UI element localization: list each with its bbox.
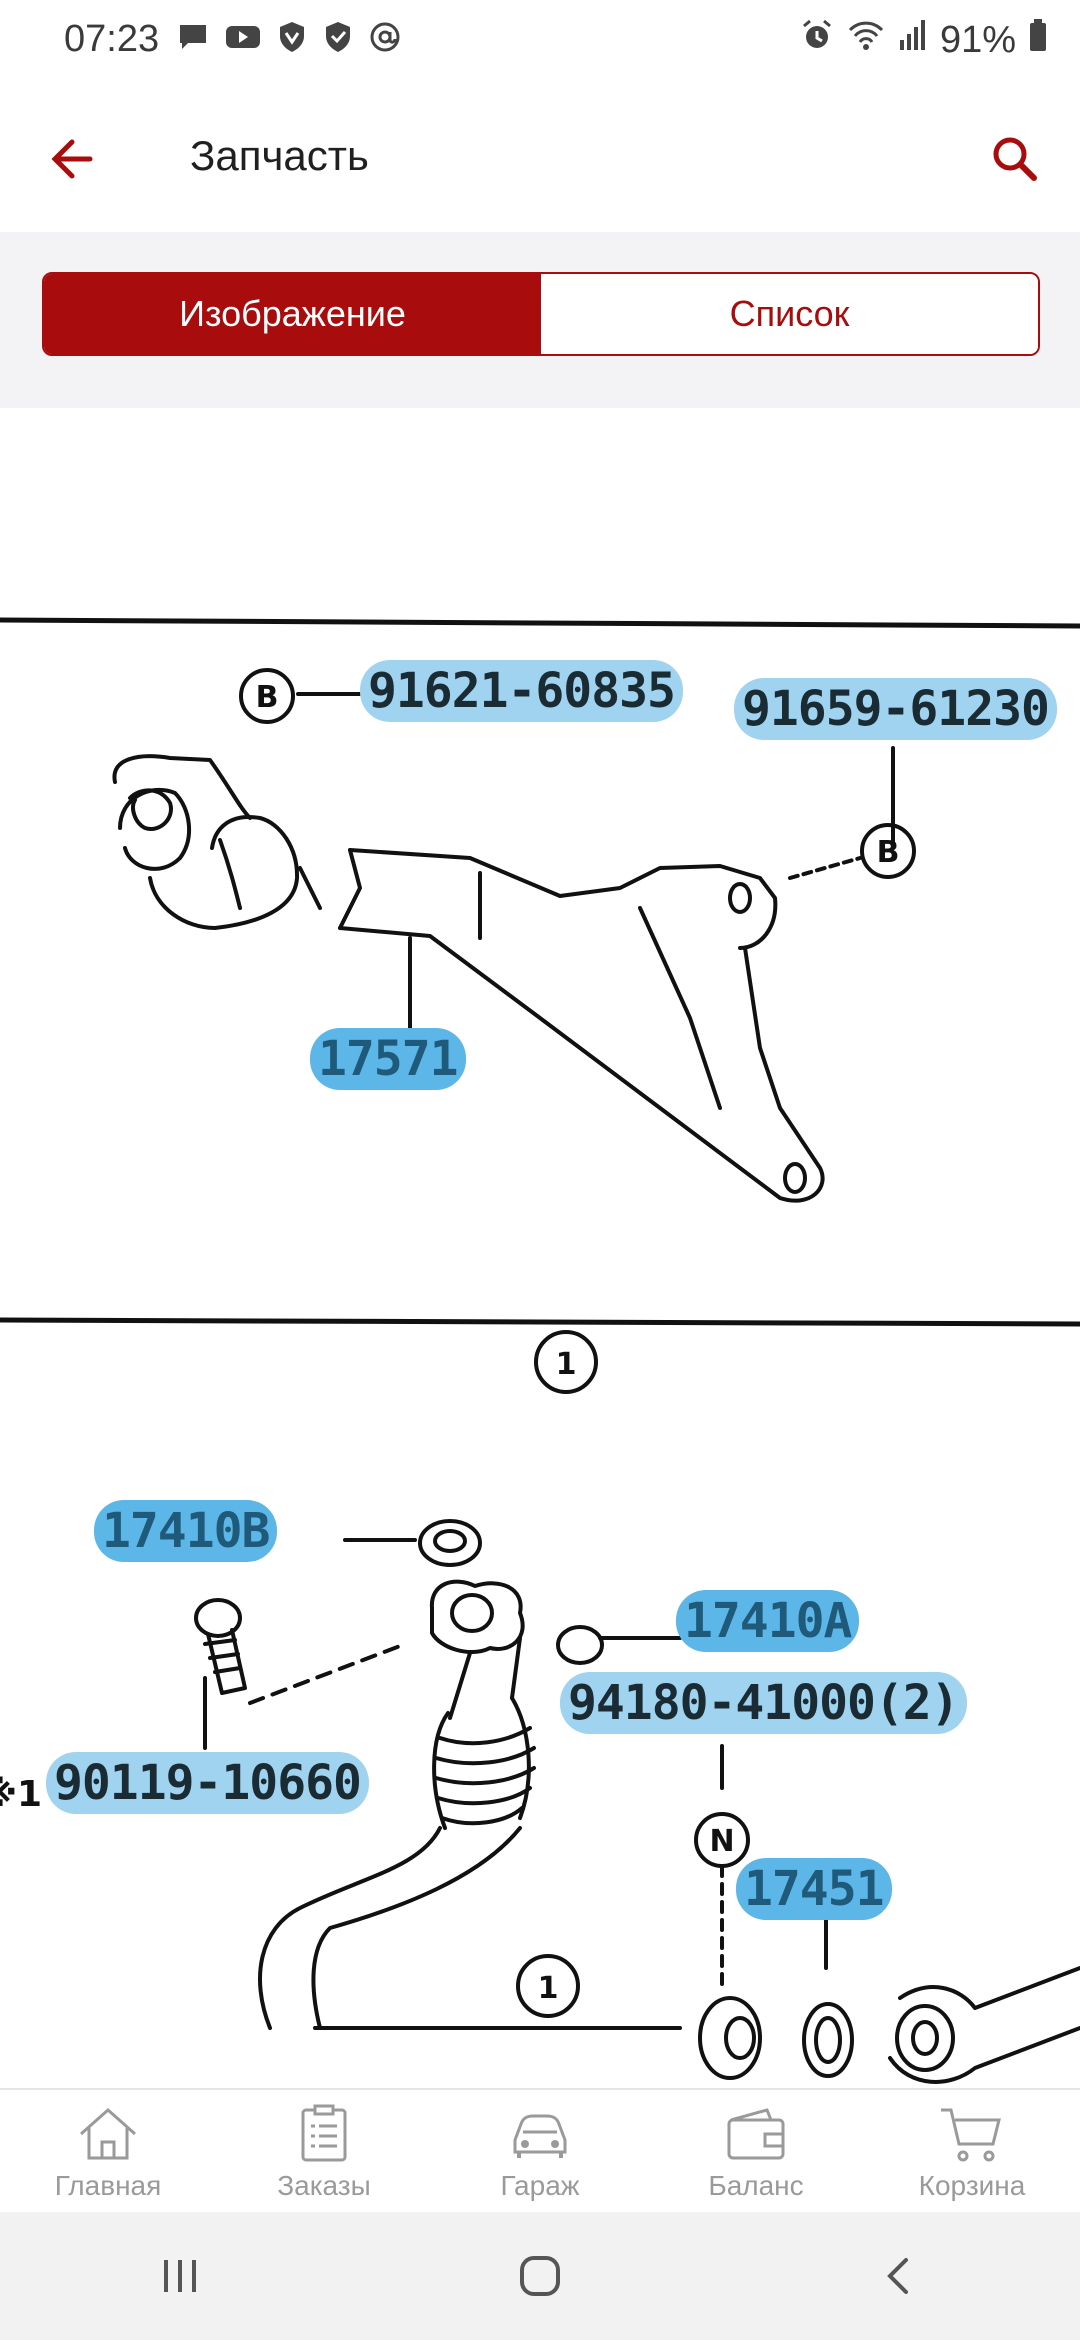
nav-orders-label: Заказы bbox=[277, 2170, 371, 2201]
system-nav-bar bbox=[0, 2212, 1080, 2340]
nav-balance-label: Баланс bbox=[708, 2170, 804, 2201]
nav-orders[interactable]: Заказы bbox=[216, 2090, 432, 2214]
home-icon bbox=[80, 2107, 136, 2160]
vpn-shield-icon bbox=[276, 20, 308, 59]
part-label-17451[interactable]: 17451 bbox=[736, 1858, 892, 1920]
home-circle-icon bbox=[520, 2256, 560, 2296]
alarm-icon bbox=[800, 18, 834, 62]
part-label-17410a[interactable]: 17410A bbox=[676, 1590, 860, 1652]
tab-list[interactable]: Список bbox=[541, 274, 1038, 354]
wallet-icon bbox=[727, 2108, 785, 2160]
battery-text: 91% bbox=[939, 18, 1016, 61]
nav-home-label: Главная bbox=[54, 2170, 162, 2201]
page-title: Запчасть bbox=[190, 132, 369, 179]
back-system-button[interactable] bbox=[850, 2236, 950, 2316]
part-label-91659-61230[interactable]: 91659-61230 bbox=[734, 678, 1057, 740]
part-label-91621-60835[interactable]: 91621-60835 bbox=[360, 660, 683, 722]
recents-icon bbox=[164, 2260, 196, 2292]
callout-one-2: 1 bbox=[538, 1971, 559, 2006]
notification-icons bbox=[176, 20, 402, 59]
view-toggle-area: Изображение Список bbox=[0, 232, 1080, 408]
search-button[interactable] bbox=[980, 124, 1050, 194]
arrow-left-icon bbox=[51, 139, 93, 179]
message-icon bbox=[176, 20, 210, 59]
callout-b-2: B bbox=[877, 835, 900, 870]
battery-icon bbox=[1028, 18, 1048, 62]
nav-cart-label: Корзина bbox=[918, 2170, 1026, 2201]
status-bar: 07:23 91% bbox=[0, 0, 1080, 84]
cart-icon bbox=[941, 2108, 1001, 2162]
callout-one-1: 1 bbox=[556, 1347, 577, 1382]
tab-image[interactable]: Изображение bbox=[44, 274, 541, 354]
verified-shield-icon bbox=[322, 20, 354, 59]
back-chevron-icon bbox=[887, 2258, 908, 2294]
callout-prefix-mark: ※1 bbox=[0, 1774, 42, 1815]
recents-button[interactable] bbox=[130, 2236, 230, 2316]
bottom-nav: Главная Заказы Гараж Баланс К bbox=[0, 2088, 1080, 2214]
nav-balance[interactable]: Баланс bbox=[648, 2090, 864, 2214]
youtube-icon bbox=[224, 20, 262, 59]
part-label-90119-10660[interactable]: 90119-10660 bbox=[46, 1752, 369, 1814]
signal-icon bbox=[898, 18, 928, 62]
search-icon bbox=[993, 137, 1037, 181]
view-segmented-control: Изображение Список bbox=[42, 272, 1040, 356]
car-icon bbox=[513, 2114, 567, 2158]
at-icon bbox=[368, 20, 402, 59]
wifi-icon bbox=[846, 18, 886, 62]
nav-cart[interactable]: Корзина bbox=[864, 2090, 1080, 2214]
app-bar: Запчасть bbox=[0, 84, 1080, 232]
part-label-17410b[interactable]: 17410B bbox=[94, 1500, 278, 1562]
callout-n: N bbox=[709, 1824, 734, 1859]
parts-diagram[interactable]: B B 1 N 1 ※1 91621-60835 91659-61230 175… bbox=[0, 408, 1080, 2088]
home-system-button[interactable] bbox=[490, 2236, 590, 2316]
nav-garage[interactable]: Гараж bbox=[432, 2090, 648, 2214]
part-label-94180-41000[interactable]: 94180-41000(2) bbox=[560, 1672, 967, 1734]
nav-home[interactable]: Главная bbox=[0, 2090, 216, 2214]
part-label-17571[interactable]: 17571 bbox=[310, 1028, 466, 1090]
callout-b-1: B bbox=[256, 680, 279, 715]
system-status-icons: 91% bbox=[800, 18, 1048, 62]
back-button[interactable] bbox=[40, 124, 110, 194]
diagram-drawing: B B 1 N 1 ※1 bbox=[0, 617, 1080, 2084]
orders-clipboard-icon bbox=[301, 2104, 347, 2162]
status-time: 07:23 bbox=[64, 18, 160, 60]
nav-garage-label: Гараж bbox=[500, 2170, 580, 2201]
